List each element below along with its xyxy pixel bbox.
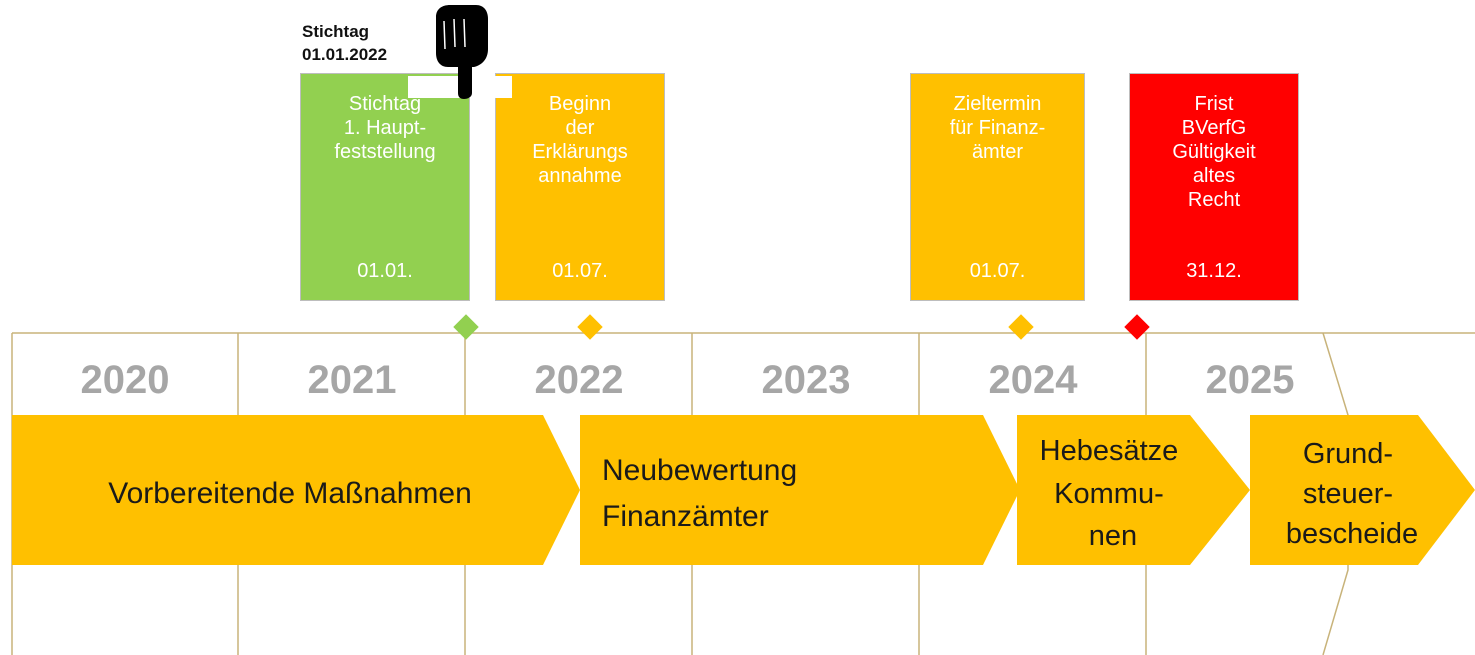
milestone-line: Erklärungs [532, 141, 628, 163]
year-label-2020: 2020 [81, 358, 170, 402]
milestone-date: 01.07. [969, 260, 1026, 282]
milestone-date: 01.07. [552, 260, 608, 282]
phase-arrow-hebesaetze [1017, 415, 1250, 565]
milestone-card-text: Zieltermin für Finanz- ämter [911, 92, 1084, 164]
milestone-card-text: Beginn der Erklärungs annahme [496, 92, 664, 188]
milestone-line: Stichtag [348, 93, 422, 115]
phase-label-hebesaetze-line-2: Kommu- [1054, 478, 1164, 510]
phase-label-neubewertung: Neubewertung Finanzämter [602, 454, 805, 533]
milestone-line: Frist [1194, 93, 1234, 115]
milestone-date: 31.12. [1186, 260, 1242, 282]
phase-label-neubewertung-line-2: Finanzämter [602, 500, 769, 533]
year-label-2023: 2023 [762, 358, 851, 402]
phase-label-hebesaetze-line-1: Hebesätze [1040, 435, 1179, 467]
phase-label-grundsteuerbescheide: Grund- steuer- bescheide [1286, 438, 1418, 550]
phase-label-grundsteuer-line-3: bescheide [1286, 518, 1418, 550]
phase-label-vorbereitende-massnahmen: Vorbereitende Maßnahmen [108, 477, 472, 510]
milestone-card-erklaerungsannahme: Beginn der Erklärungs annahme 01.07. [495, 73, 665, 301]
milestone-card-frist: Frist BVerfG Gültigkeit altes Recht 31.1… [1129, 73, 1299, 301]
stichtag-annotation: Stichtag 01.01.2022 [302, 20, 387, 66]
milestone-card-zieltermin: Zieltermin für Finanz- ämter 01.07. [910, 73, 1085, 301]
milestone-card-text: Stichtag 1. Haupt- feststellung [301, 92, 469, 164]
year-label-2025: 2025 [1206, 358, 1295, 402]
pointing-hand-icon [436, 5, 488, 99]
phase-arrow-neubewertung [580, 415, 1020, 565]
milestone-line: Zieltermin [953, 93, 1042, 115]
milestone-diamond-erklaerungsannahme [577, 314, 603, 340]
milestone-line: Beginn [548, 93, 612, 115]
year-label-2021: 2021 [308, 358, 397, 402]
milestone-card-stichtag: Stichtag 1. Haupt- feststellung 01.01. [300, 73, 470, 301]
phase-label-neubewertung-line-1: Neubewertung [602, 454, 797, 487]
milestone-line: der [565, 117, 595, 139]
milestone-diamond-zieltermin [1008, 314, 1034, 340]
milestone-card-text: Frist BVerfG Gültigkeit altes Recht [1130, 92, 1298, 212]
milestone-diamond-stichtag [453, 314, 479, 340]
year-label-2022: 2022 [535, 358, 624, 402]
annotation-line-2: 01.01.2022 [302, 45, 388, 64]
milestone-line: BVerfG [1181, 117, 1247, 139]
milestone-line: Recht [1187, 189, 1241, 211]
phase-arrow-grundsteuerbescheide [1250, 415, 1475, 565]
phase-label-grundsteuer-line-1: Grund- [1303, 438, 1393, 470]
phase-label-grundsteuer-line-2: steuer- [1303, 478, 1393, 510]
milestone-line: 1. Haupt- [343, 117, 427, 139]
milestone-date: 01.01. [357, 260, 413, 282]
phase-arrow-vorbereitende-massnahmen [12, 415, 580, 565]
year-label-2024: 2024 [989, 358, 1079, 402]
milestone-line: Gültigkeit [1172, 141, 1256, 163]
phase-label-hebesaetze: Hebesätze Kommu- nen [1040, 435, 1187, 552]
phase-label-hebesaetze-line-3: nen [1089, 520, 1137, 552]
annotation-line-1: Stichtag [302, 22, 370, 41]
milestone-line: ämter [971, 141, 1024, 163]
milestone-line: altes [1192, 165, 1236, 187]
milestone-line: für Finanz- [949, 117, 1046, 139]
milestone-line: feststellung [334, 141, 436, 163]
milestone-line: annahme [538, 165, 622, 187]
